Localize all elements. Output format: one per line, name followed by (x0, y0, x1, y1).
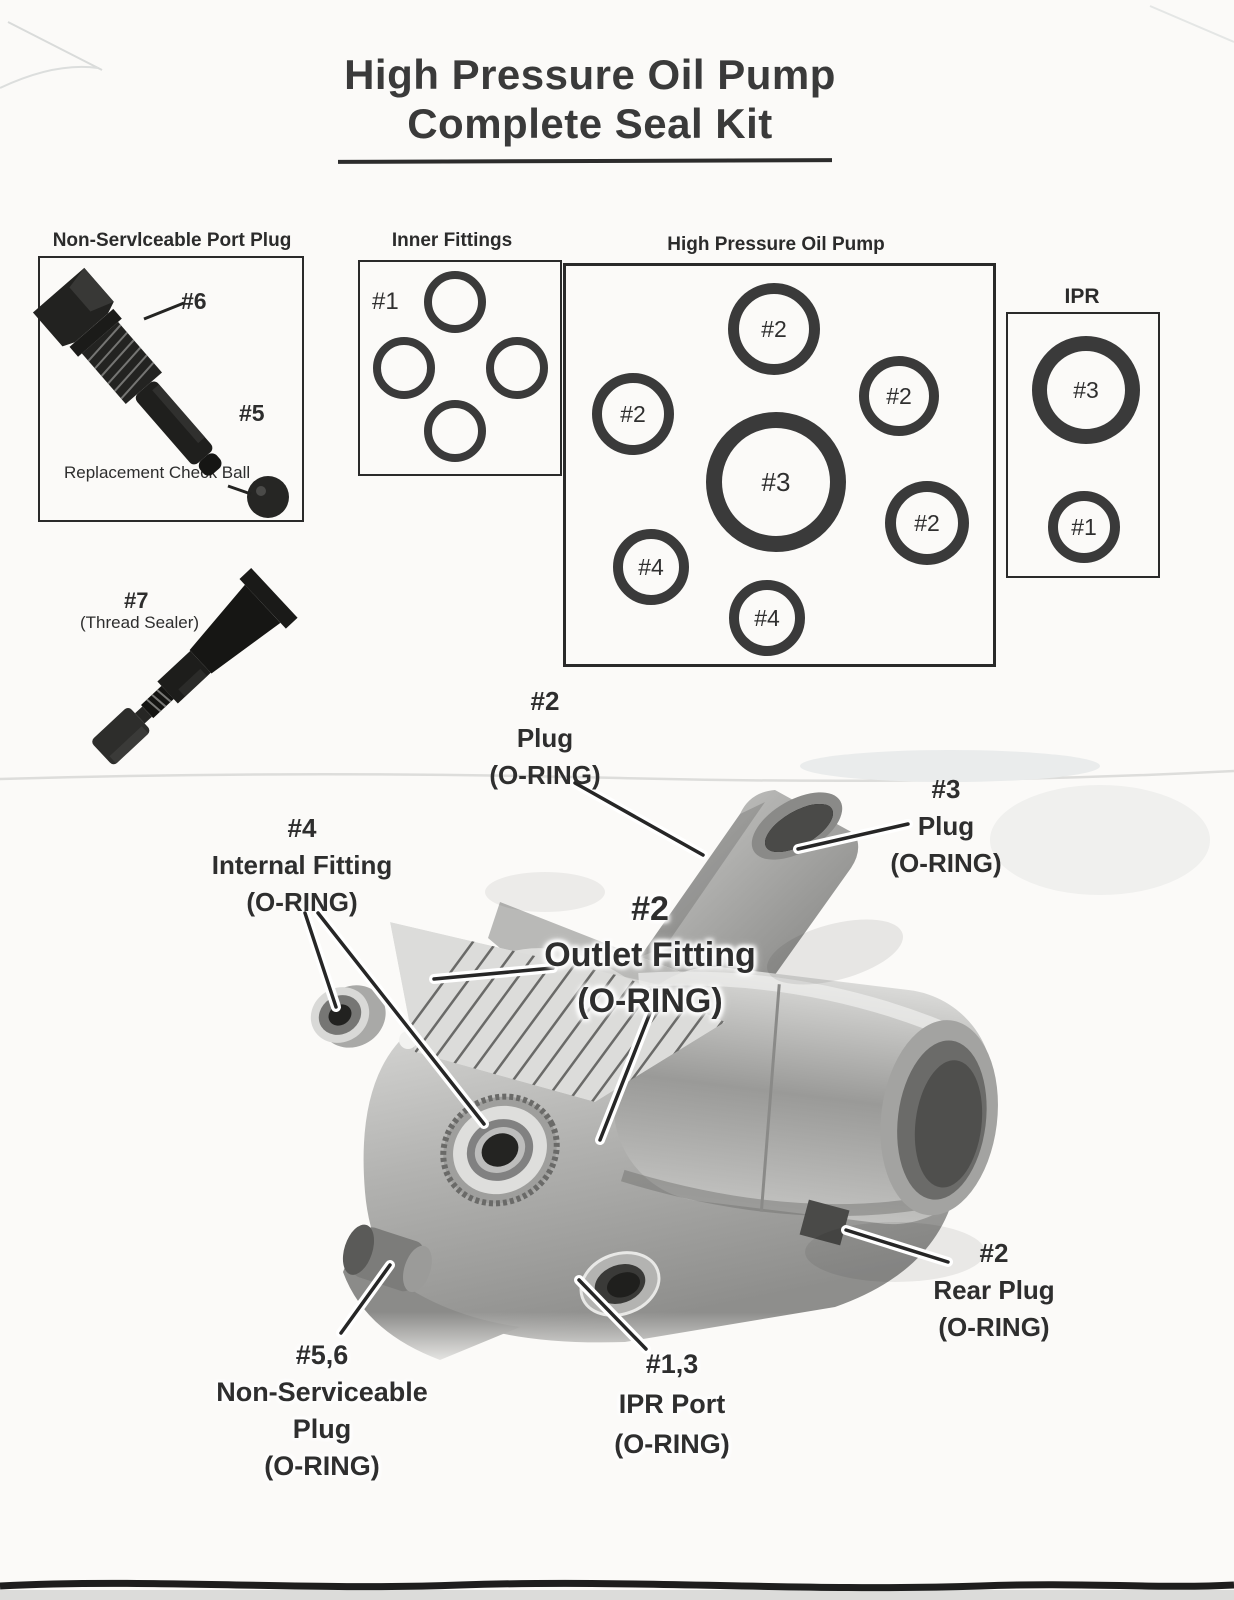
o-ring: #1 (1048, 491, 1120, 563)
thread-sealer-illustration (92, 568, 298, 765)
callout-plug-right: #3 Plug (O-RING) (890, 771, 1001, 882)
o-ring-label: #2 (886, 382, 912, 409)
o-ring (424, 400, 486, 462)
o-ring: #3 (706, 412, 846, 552)
o-ring-label: #3 (1073, 376, 1099, 403)
inner-fittings-ring-label: #1 (372, 288, 399, 315)
o-ring (486, 337, 548, 399)
callout-seal: (O-RING) (577, 982, 723, 1020)
port-plug-illustration (32, 267, 289, 518)
o-ring-label: #4 (754, 604, 780, 631)
body-hole (399, 1031, 417, 1049)
callout-name: Plug (516, 723, 574, 753)
o-ring-label: #3 (761, 466, 791, 497)
check-ball-illustration (247, 476, 289, 518)
page-title-line1: High Pressure Oil Pump (344, 51, 836, 98)
callout-name: Internal Fitting (211, 850, 393, 880)
callout-name: Plug (292, 1414, 352, 1444)
callout-name: Outlet Fitting (544, 936, 756, 974)
outlet-fitting-port-center (440, 1093, 560, 1207)
thread-sealer-note: (Thread Sealer) (80, 613, 200, 632)
o-ring: #3 (1032, 336, 1140, 444)
inner-fittings-box (358, 260, 562, 476)
callout-internal-fitting: #4 Internal Fitting (O-RING) (212, 810, 393, 921)
callout-plug-top: #2 Plug (O-RING) (489, 683, 600, 794)
callout-num: #4 (287, 813, 317, 843)
callout-non-serviceable-plug: #5,6 Non-Serviceable Plug (O-RING) (216, 1337, 428, 1485)
thread-sealer-label: #7 (124, 588, 149, 613)
callout-seal: (O-RING) (264, 1451, 380, 1481)
o-ring (424, 271, 486, 333)
callout-seal: (O-RING) (938, 1312, 1050, 1342)
callout-seal: (O-RING) (614, 1429, 730, 1459)
o-ring-label: #2 (620, 400, 646, 427)
port-plug-box-title: Non-Servlceable Port Plug (52, 230, 292, 251)
callout-name: IPR Port (618, 1389, 726, 1419)
oil-pump-box-title: High Pressure Oil Pump (667, 234, 885, 255)
o-ring-label: #1 (1071, 513, 1097, 540)
callout-seal: (O-RING) (489, 760, 601, 790)
o-ring: #4 (613, 529, 689, 605)
o-ring: #2 (728, 283, 820, 375)
callout-num: #2 (530, 686, 560, 716)
internal-fitting-port-left (310, 985, 386, 1048)
o-ring: #4 (729, 580, 805, 656)
callout-num: #3 (931, 774, 961, 804)
callout-rear-plug: #2 Rear Plug (O-RING) (933, 1235, 1054, 1346)
ipr-box (1006, 312, 1160, 578)
callout-outlet-fitting: #2 Outlet Fitting (O-RING) (544, 886, 756, 1024)
callout-seal: (O-RING) (890, 848, 1002, 878)
page-title-line2: Complete Seal Kit (407, 100, 773, 147)
callout-name: Rear Plug (933, 1275, 1055, 1305)
plug-head-label: #6 (181, 288, 207, 314)
inner-fittings-box-title: Inner Fittings (391, 230, 513, 251)
callout-num: #2 (631, 890, 669, 928)
callout-name: Plug (917, 811, 975, 841)
callout-num: #5,6 (295, 1340, 349, 1370)
callout-num: #2 (979, 1238, 1009, 1268)
o-ring: #2 (592, 373, 674, 455)
oil-pump-box (563, 263, 996, 667)
o-ring: #2 (885, 481, 969, 565)
o-ring-label: #2 (761, 315, 787, 342)
page-title: High Pressure Oil Pump Complete Seal Kit (0, 50, 1180, 148)
callout-ipr-port: #1,3 IPR Port (O-RING) (614, 1344, 729, 1464)
port-plug-body (32, 267, 222, 476)
plug-shaft-label: #5 (239, 400, 265, 426)
port-plug-box (38, 256, 304, 522)
callout-num: #1,3 (645, 1349, 699, 1379)
o-ring: #2 (859, 356, 939, 436)
callout-name: Non-Serviceable (216, 1377, 428, 1407)
o-ring-label: #2 (914, 509, 940, 536)
o-ring-label: #4 (638, 553, 664, 580)
callout-seal: (O-RING) (246, 887, 358, 917)
o-ring (373, 337, 435, 399)
ipr-box-title: IPR (1064, 285, 1100, 308)
